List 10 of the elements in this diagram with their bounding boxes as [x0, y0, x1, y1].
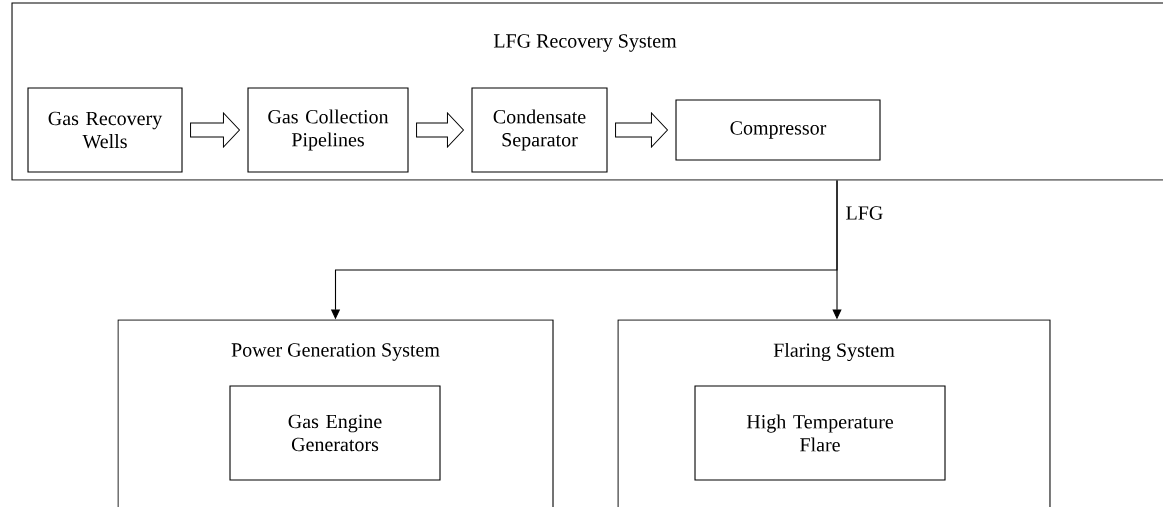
process-box: High Temperature Flare [694, 385, 946, 481]
edge-label: LFG [843, 204, 886, 222]
process-box: Gas Collection Pipelines [247, 87, 409, 173]
process-box: Gas Recovery Wells [27, 87, 183, 173]
block-arrow [190, 112, 240, 148]
process-box: Gas Engine Generators [229, 385, 441, 481]
block-arrow [615, 112, 668, 148]
process-box: Compressor [675, 99, 881, 161]
process-box: Condensate Separator [471, 87, 608, 173]
block-arrow [416, 112, 464, 148]
